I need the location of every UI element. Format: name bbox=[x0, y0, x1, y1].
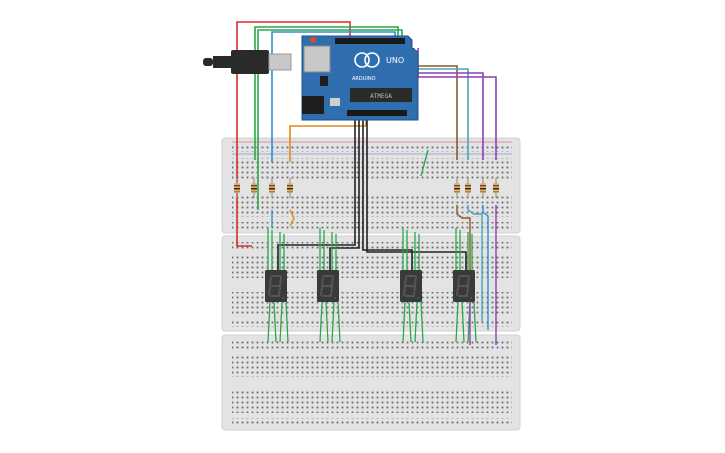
segment bbox=[457, 276, 460, 286]
segment bbox=[321, 276, 324, 286]
resistor bbox=[287, 178, 293, 198]
segment-wire bbox=[402, 301, 406, 343]
wire-green-2 bbox=[257, 29, 403, 210]
segment bbox=[466, 286, 469, 296]
segment-wire bbox=[461, 301, 465, 343]
segment bbox=[467, 276, 470, 286]
wires-black bbox=[277, 118, 467, 270]
resistor bbox=[251, 178, 257, 198]
resistor bbox=[454, 178, 460, 198]
resistor bbox=[480, 178, 486, 198]
seven-segment-display bbox=[453, 270, 475, 302]
resistor bbox=[234, 178, 240, 198]
resistor bbox=[493, 178, 499, 198]
segment-wire bbox=[337, 301, 341, 343]
usb-plug-icon bbox=[203, 50, 292, 74]
seven-segment-displays bbox=[265, 270, 475, 302]
segment bbox=[269, 276, 272, 286]
resistor bbox=[465, 178, 471, 198]
wires-short bbox=[271, 149, 497, 345]
segment-wire bbox=[285, 301, 289, 343]
breadboard-middle bbox=[221, 235, 521, 332]
segment-wire bbox=[319, 301, 323, 343]
breadboard-bottom bbox=[221, 334, 521, 431]
seven-segment-display bbox=[265, 270, 287, 302]
segment-wire bbox=[279, 301, 283, 343]
reset-button-icon[interactable] bbox=[309, 36, 317, 44]
wire-blue-1 bbox=[271, 31, 396, 162]
segment bbox=[404, 276, 407, 286]
analog-header bbox=[347, 110, 407, 116]
segment-wire bbox=[420, 301, 424, 343]
brand-text: ARDUINO bbox=[352, 76, 376, 82]
logo-text: UNO bbox=[386, 56, 404, 65]
segment-wire bbox=[414, 301, 418, 343]
wire-green-1 bbox=[254, 26, 399, 160]
microcontroller-chip bbox=[350, 88, 412, 102]
resistor bbox=[269, 178, 275, 198]
usb-port bbox=[303, 45, 331, 73]
segment-wire bbox=[267, 301, 271, 343]
seven-segment-display bbox=[317, 270, 339, 302]
seven-segment-display bbox=[400, 270, 422, 302]
segment bbox=[279, 276, 282, 286]
chip-label: ATMEGA bbox=[370, 93, 392, 100]
segment bbox=[278, 286, 281, 296]
arduino-board[interactable]: ATMEGA UNO ARDUINO bbox=[301, 35, 419, 121]
segment-wire bbox=[325, 301, 329, 343]
digital-header bbox=[335, 38, 405, 44]
segment bbox=[320, 286, 323, 296]
power-jack-icon bbox=[302, 96, 324, 114]
segment bbox=[331, 276, 334, 286]
segment-wire bbox=[455, 301, 459, 343]
breadboard-top bbox=[221, 137, 521, 234]
segment bbox=[268, 286, 271, 296]
arduino-logo-icon bbox=[354, 52, 370, 68]
segment bbox=[403, 286, 406, 296]
wires-segments bbox=[267, 228, 477, 343]
resistors bbox=[234, 178, 499, 198]
segment-wire bbox=[473, 301, 477, 343]
segment-wire bbox=[408, 301, 412, 343]
segment bbox=[413, 286, 416, 296]
segment bbox=[414, 276, 417, 286]
segment bbox=[330, 286, 333, 296]
segment-wire bbox=[273, 301, 277, 343]
segment bbox=[456, 286, 459, 296]
segment-wire bbox=[331, 301, 335, 343]
